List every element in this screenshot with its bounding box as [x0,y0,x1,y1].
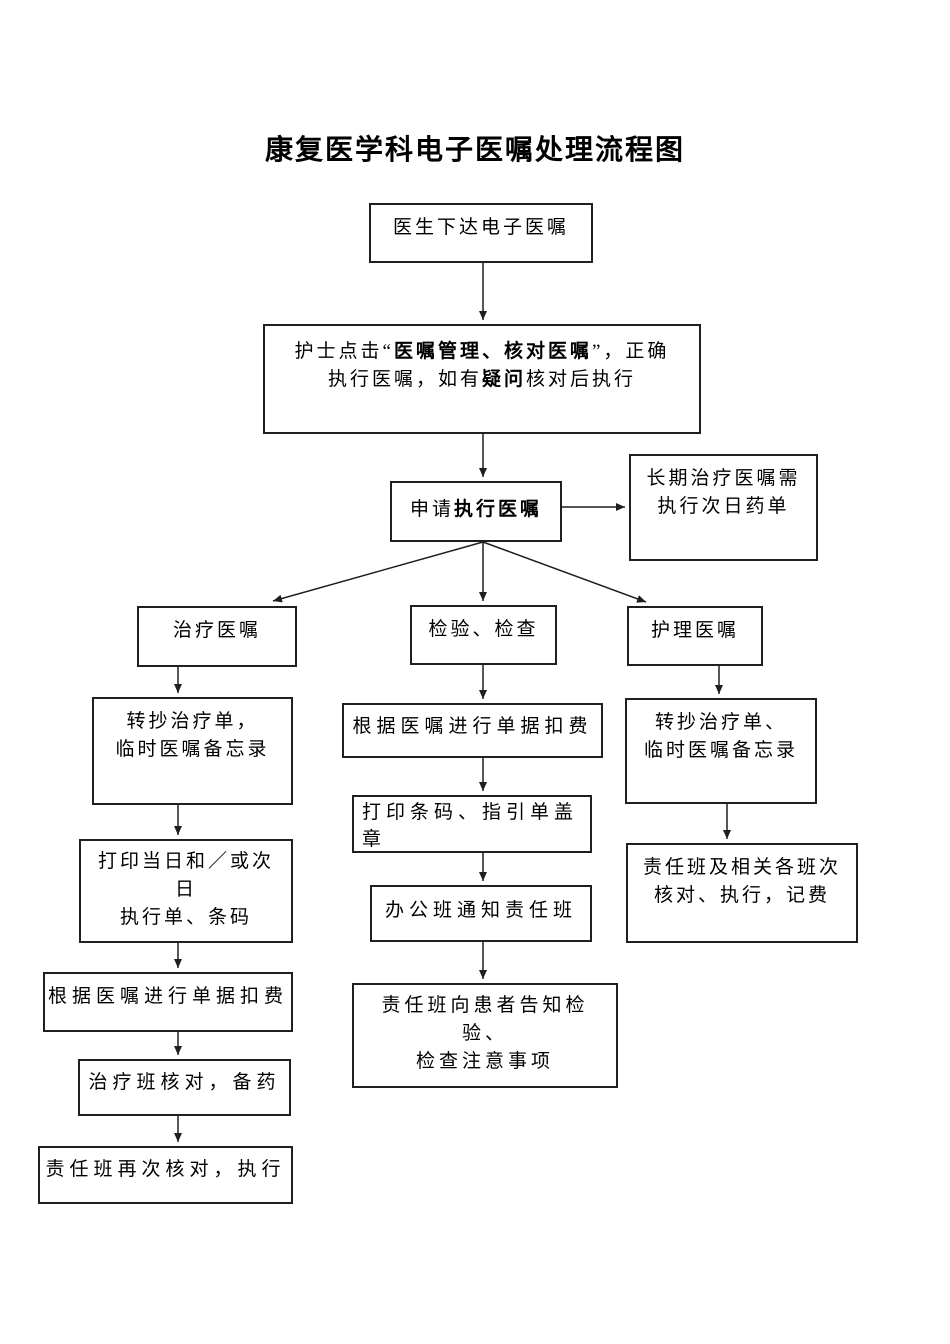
node-deduct-fees-left: 根据医嘱进行单据扣费 [43,972,293,1032]
node-inform-patient-precautions: 责任班向患者告知检 验、 检查注意事项 [352,983,618,1088]
node-copy-treatment-sheet-left: 转抄治疗单， 临时医嘱备忘录 [92,697,293,805]
node-treatment-orders: 治疗医嘱 [137,606,297,667]
node-nurse-checks-order: 护士点击“医嘱管理、核对医嘱”，正确 执行医嘱，如有疑问核对后执行 [263,324,701,434]
node-nursing-orders: 护理医嘱 [627,606,763,666]
node-print-execution-sheet: 打印当日和／或次 日 执行单、条码 [79,839,293,943]
node-treatment-shift-verify: 治疗班核对，备药 [78,1059,291,1116]
node-doctor-issues-order: 医生下达电子医嘱 [369,203,593,263]
node-duty-shifts-verify-execute-charge: 责任班及相关各班次 核对、执行，记费 [626,843,858,943]
node-longterm-next-day-list: 长期治疗医嘱需 执行次日药单 [629,454,818,561]
node-lab-exams: 检验、检查 [410,605,557,665]
node-copy-treatment-sheet-right: 转抄治疗单、 临时医嘱备忘录 [625,698,817,804]
arrow-apply-to-treatment [272,541,484,603]
node-print-barcode-guide-stamp: 打印条码、指引单盖 章 [352,795,592,853]
node-duty-shift-recheck-execute: 责任班再次核对，执行 [38,1146,293,1204]
page-title: 康复医学科电子医嘱处理流程图 [264,135,685,166]
node-deduct-fees-mid: 根据医嘱进行单据扣费 [342,703,603,758]
node-apply-execute-order: 申请执行医嘱 [390,481,562,542]
node-office-shift-notify: 办公班通知责任班 [370,885,592,942]
arrow-apply-to-nursing [482,541,647,603]
